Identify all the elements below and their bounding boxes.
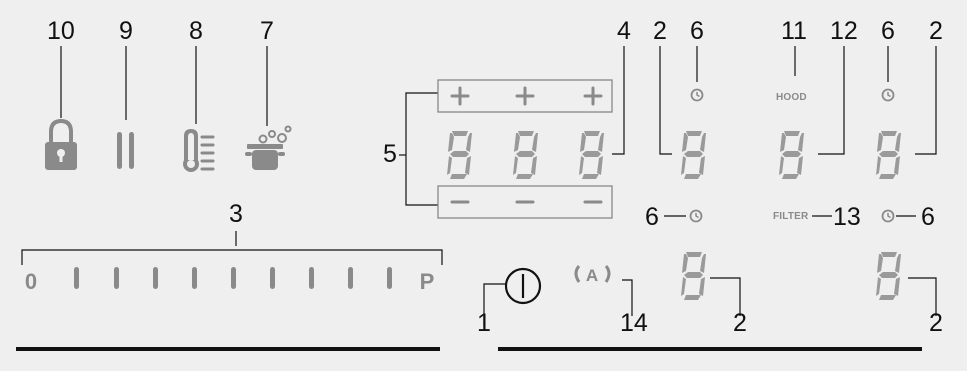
filter-label[interactable]: FILTER [773,211,809,222]
power-slider-step[interactable] [114,267,119,289]
plus-buttons [450,86,603,106]
callout-9: 9 [119,17,133,45]
callout-13: 13 [833,203,861,231]
svg-text:A: A [586,266,598,285]
timer-display [681,252,706,300]
callout-2: 2 [653,17,667,45]
plus-icon[interactable] [515,86,535,106]
power-slider-step[interactable] [74,267,79,289]
hood-display [779,131,804,179]
lock-icon[interactable] [45,118,77,170]
callout-1: 1 [477,309,491,337]
plus-icon[interactable] [450,86,470,106]
zone-display [513,131,538,179]
power-slider-step[interactable] [231,267,236,289]
callout-8: 8 [189,17,203,45]
keep-warm-icon[interactable] [183,129,215,172]
callout-6: 6 [881,17,895,45]
callout-2: 2 [929,17,943,45]
callout-6: 6 [921,203,935,231]
callout-11: 11 [781,17,807,45]
boil-icon[interactable] [245,125,292,171]
timer-icon[interactable] [881,88,895,102]
callout-6: 6 [690,17,704,45]
zone-adjust-frames [437,79,613,219]
callout-3: 3 [229,200,243,228]
timer-display [876,252,901,300]
power-slider-step[interactable] [309,267,314,289]
callout-5: 5 [383,140,397,168]
auto-icon[interactable]: A [574,265,611,285]
callout-6: 6 [645,203,659,231]
zone-display [447,131,472,179]
power-slider-step[interactable] [387,267,392,289]
power-slider-step[interactable] [153,267,158,289]
callout-2: 2 [929,309,943,337]
timer-display [876,131,901,179]
timer-display [681,131,706,179]
power-icon[interactable] [504,267,542,305]
power-slider-step[interactable] [192,267,197,289]
callout-12: 12 [830,17,858,45]
hood-label[interactable]: HOOD [776,92,807,103]
callout-14: 14 [620,309,648,337]
callout-4: 4 [617,17,631,45]
timer-icon[interactable] [689,209,703,223]
callout-10: 10 [47,17,75,45]
timer-icon[interactable] [690,88,704,102]
power-level-p[interactable]: P [420,269,435,294]
power-slider-step[interactable] [348,267,353,289]
timer-icon[interactable] [881,209,895,223]
pause-icon[interactable] [117,132,134,169]
plus-icon[interactable] [583,86,603,106]
callout-leaders [21,46,937,326]
power-slider-step[interactable] [270,267,275,289]
callout-2: 2 [733,309,747,337]
callout-7: 7 [260,17,274,45]
zone-display [579,131,604,179]
power-level-0[interactable]: 0 [25,269,37,294]
